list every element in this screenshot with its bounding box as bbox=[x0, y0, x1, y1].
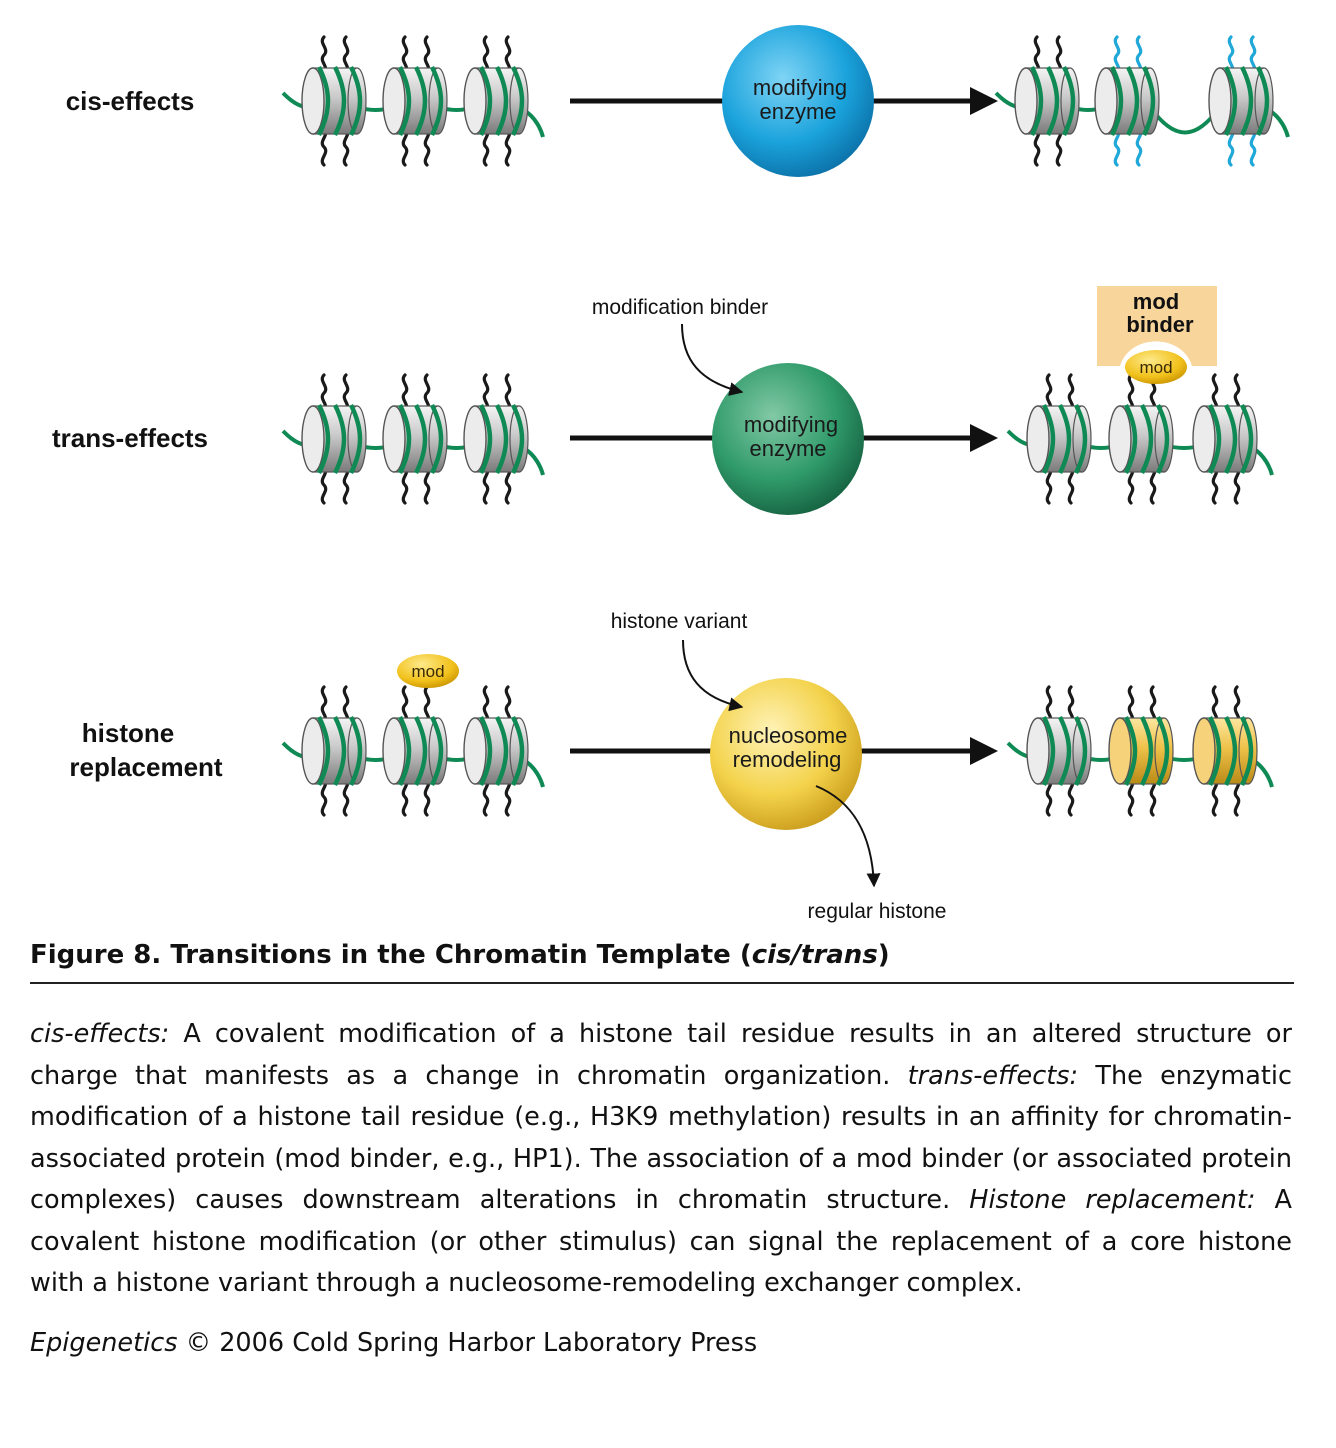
histone-variant-label: histone variant bbox=[611, 610, 748, 633]
nucleosome bbox=[463, 35, 529, 167]
nucleosome bbox=[1108, 685, 1174, 817]
nucleosome bbox=[382, 685, 448, 817]
enzyme-label-line2: remodeling bbox=[733, 747, 842, 772]
regular-histone-arrow bbox=[815, 785, 881, 888]
mod-badge-replacement: mod bbox=[397, 654, 459, 688]
nucleosome bbox=[1108, 373, 1174, 505]
modifying-enzyme-trans: modifying enzyme bbox=[712, 363, 864, 515]
enzyme-label-line1: nucleosome bbox=[729, 723, 848, 748]
nucleosome bbox=[301, 685, 367, 817]
nucleosome bbox=[382, 373, 448, 505]
copyright-credit: Epigenetics © 2006 Cold Spring Harbor La… bbox=[30, 1328, 1292, 1358]
chromatin-transition-diagram: cis-effects trans-effects histone replac… bbox=[52, 25, 1290, 923]
nucleosome bbox=[301, 35, 367, 167]
mod-badge: mod bbox=[1125, 350, 1187, 384]
nucleosome bbox=[1192, 373, 1258, 505]
mod-binder-label-line2: binder bbox=[1126, 312, 1194, 337]
nucleosome bbox=[301, 373, 367, 505]
nucleosome bbox=[1026, 373, 1092, 505]
credit-text: © 2006 Cold Spring Harbor Laboratory Pre… bbox=[177, 1328, 758, 1358]
mod-badge-label: mod bbox=[1139, 358, 1172, 377]
regular-histone-label: regular histone bbox=[808, 900, 947, 923]
credit-book-title: Epigenetics bbox=[30, 1328, 178, 1358]
enzyme-label-line2: enzyme bbox=[749, 436, 826, 461]
row-label-histone-replacement-line1: histone bbox=[82, 718, 174, 748]
caption-text-trans: The enzymatic modification of a histone … bbox=[30, 1060, 1292, 1216]
nucleosome bbox=[1192, 685, 1258, 817]
nucleosome-layer bbox=[281, 35, 1290, 817]
figure-title: Figure 8. Transitions in the Chromatin T… bbox=[30, 940, 1294, 984]
nucleosome bbox=[1026, 685, 1092, 817]
caption-term-trans: trans-effects: bbox=[907, 1060, 1079, 1091]
nucleosome-remodeling-complex: nucleosome remodeling bbox=[710, 678, 862, 830]
nucleosome bbox=[1094, 35, 1160, 167]
figure-title-end: ) bbox=[877, 940, 890, 970]
nucleosome bbox=[463, 685, 529, 817]
figure-number: Figure 8. bbox=[30, 940, 162, 970]
modification-binder-label: modification binder bbox=[592, 296, 768, 319]
nucleosome bbox=[382, 35, 448, 167]
histone-variant-arrow bbox=[682, 639, 744, 712]
row-label-histone-replacement-line2: replacement bbox=[69, 752, 223, 782]
enzyme-label-line1: modifying bbox=[744, 412, 838, 437]
nucleosome bbox=[463, 373, 529, 505]
caption-text-replacement: A covalent histone modification (or othe… bbox=[30, 1185, 1292, 1298]
nucleosome bbox=[1208, 35, 1274, 167]
modification-binder-arrow bbox=[681, 323, 744, 396]
enzyme-label-line2: enzyme bbox=[759, 99, 836, 124]
figure-caption: cis-effects: A covalent modification of … bbox=[30, 1014, 1292, 1305]
mod-badge-label: mod bbox=[411, 662, 444, 681]
caption-text-cis: A covalent modification of a histone tai… bbox=[30, 1019, 1292, 1091]
mod-binder-complex: mod binder mod bbox=[1097, 286, 1217, 384]
row-label-trans-effects: trans-effects bbox=[52, 423, 208, 453]
figure-title-text: Transitions in the Chromatin Template ( bbox=[170, 940, 752, 970]
mod-binder-label-line1: mod bbox=[1133, 289, 1179, 314]
figure-title-italic: cis/trans bbox=[751, 940, 878, 970]
enzyme-label-line1: modifying bbox=[753, 75, 847, 100]
modifying-enzyme-cis: modifying enzyme bbox=[722, 25, 874, 177]
caption-term-replacement: Histone replacement: bbox=[969, 1185, 1256, 1215]
nucleosome bbox=[1014, 35, 1080, 167]
row-label-cis-effects: cis-effects bbox=[66, 86, 195, 116]
caption-term-cis: cis-effects: bbox=[30, 1019, 170, 1049]
